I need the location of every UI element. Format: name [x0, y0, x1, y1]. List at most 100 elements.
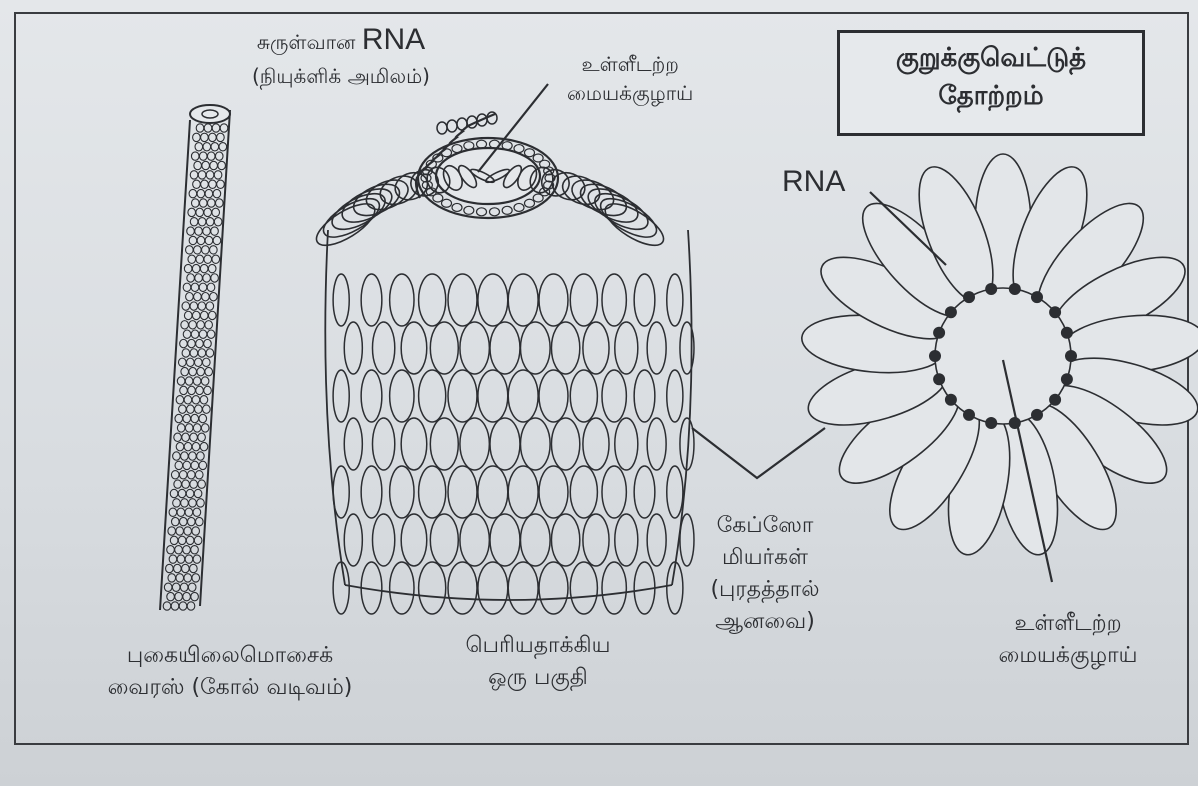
- rod-capsomere: [168, 574, 176, 582]
- rod-capsomere: [195, 143, 203, 151]
- rod-capsomere: [174, 564, 182, 572]
- label-tmv-2: வைரஸ் (கோல் வடிவம்): [40, 672, 420, 704]
- rod-capsomere: [198, 218, 206, 226]
- enlarged-capsomere: [401, 322, 427, 374]
- rod-capsomere: [207, 330, 215, 338]
- label-cross-section-2: தோற்றம்: [845, 78, 1137, 116]
- rod-capsomere: [200, 396, 208, 404]
- rod-capsomere: [201, 180, 209, 188]
- enlarged-capsomere: [333, 274, 349, 326]
- ring-bead: [514, 145, 524, 153]
- enlarged-capsomere: [401, 514, 427, 566]
- rod-capsomere: [178, 358, 186, 366]
- rod-capsomere: [185, 377, 193, 385]
- rod-capsomere: [184, 311, 192, 319]
- rod-capsomere: [180, 583, 188, 591]
- rod-capsomere: [205, 367, 213, 375]
- rod-capsomere: [171, 471, 179, 479]
- label-capsomere-1: கேப்ஸோ: [690, 510, 840, 542]
- rna-dot: [1009, 417, 1021, 429]
- rod-capsomere: [194, 293, 202, 301]
- rod-capsomere: [211, 143, 219, 151]
- rod-capsomere: [195, 227, 203, 235]
- enlarged-capsomere: [539, 274, 568, 326]
- rna-dot: [1049, 394, 1061, 406]
- enlarged-capsomere: [490, 418, 520, 470]
- enlarged-capsomere: [460, 322, 489, 374]
- rod-capsomere: [198, 171, 206, 179]
- rod-capsomere: [204, 208, 212, 216]
- enlarged-capsomere: [508, 370, 538, 422]
- rod-capsomere: [175, 414, 183, 422]
- rod-capsomere: [186, 358, 194, 366]
- rod-capsomere: [198, 433, 206, 441]
- rod-capsomere: [192, 264, 200, 272]
- rod-capsomere: [217, 180, 225, 188]
- rod-capsomere: [189, 499, 197, 507]
- rod-capsomere: [196, 386, 204, 394]
- enlarged-capsomere: [490, 322, 520, 374]
- rod-capsomere: [187, 227, 195, 235]
- rna-dot: [1061, 373, 1073, 385]
- ring-bead: [524, 199, 534, 207]
- rod-capsomere: [171, 517, 179, 525]
- rod-capsomere: [187, 517, 195, 525]
- ring-bead: [452, 203, 462, 211]
- rod-capsomere: [180, 339, 188, 347]
- rna-dot: [963, 409, 975, 421]
- enlarged-capsomere: [344, 418, 362, 470]
- rod-capsomere: [205, 321, 213, 329]
- rod-capsomere: [203, 227, 211, 235]
- enlarged-capsomere: [333, 562, 349, 614]
- enlarged-capsomere: [570, 466, 597, 518]
- rod-capsomere: [200, 264, 208, 272]
- enlarged-capsomere: [570, 274, 597, 326]
- rod-capsomere: [191, 283, 199, 291]
- rod-capsomere: [203, 143, 211, 151]
- enlarged-capsomere: [551, 418, 579, 470]
- rod-capsomere: [194, 161, 202, 169]
- rod-capsomere: [163, 602, 171, 610]
- ring-bead: [524, 149, 534, 157]
- rod-capsomere: [193, 180, 201, 188]
- rod-capsomere: [204, 339, 212, 347]
- ring-bead: [477, 140, 487, 148]
- rod-capsomere: [179, 471, 187, 479]
- enlarged-capsomere: [344, 322, 362, 374]
- rod-capsomere: [177, 377, 185, 385]
- rna-dot: [1049, 306, 1061, 318]
- rna-dot: [933, 373, 945, 385]
- rod-capsomere: [186, 536, 194, 544]
- enlarged-capsomere: [460, 514, 489, 566]
- enlarged-capsomere: [490, 514, 520, 566]
- label-spiral-rna: சுருள்வான RNA (நியுக்ளிக் அமிலம்): [252, 18, 430, 91]
- enlarged-capsomere: [430, 322, 458, 374]
- enlarged-capsomere: [430, 514, 458, 566]
- rod-capsomere: [200, 442, 208, 450]
- rna-dot: [1065, 350, 1077, 362]
- ring-bead: [442, 149, 452, 157]
- enlarged-capsomere: [615, 514, 638, 566]
- rod-capsomere: [191, 414, 199, 422]
- rod-capsomere: [209, 133, 217, 141]
- rod-capsomere: [175, 461, 183, 469]
- enlarged-capsomere: [390, 274, 414, 326]
- rod-capsomere: [210, 161, 218, 169]
- rod-capsomere: [199, 461, 207, 469]
- enlarged-capsomere: [401, 418, 427, 470]
- rod-capsomere: [205, 236, 213, 244]
- label-cross-section-1: குறுக்குவெட்டுத்: [845, 40, 1137, 78]
- label-tmv: புகையிலைமொசைக் வைரஸ் (கோல் வடிவம்): [40, 640, 420, 704]
- enlarged-capsomere: [430, 418, 458, 470]
- rod-capsomere: [197, 236, 205, 244]
- enlarged-capsomere: [478, 466, 508, 518]
- tmv-rod-illustration: [160, 105, 230, 610]
- rod-capsomere: [210, 293, 218, 301]
- rod-capsomere: [203, 274, 211, 282]
- rod-capsomere: [178, 489, 186, 497]
- ring-bead: [489, 208, 499, 216]
- rod-capsomere: [209, 180, 217, 188]
- ring-bead: [533, 194, 543, 202]
- enlarged-capsomere: [508, 274, 538, 326]
- rod-capsomere: [206, 171, 214, 179]
